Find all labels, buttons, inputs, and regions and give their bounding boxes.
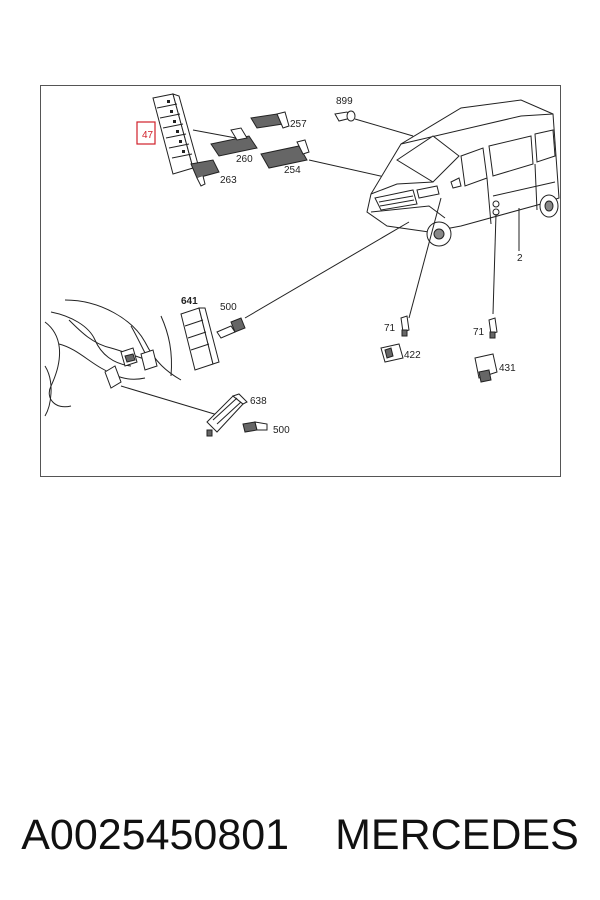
grommet-899-part[interactable] (334, 110, 356, 122)
van-illustration (366, 99, 560, 247)
label-500-upper: 500 (220, 302, 237, 313)
holder-260-part[interactable] (210, 127, 258, 157)
connector-638-part[interactable] (206, 393, 248, 437)
parts-diagram: 47 263 260 257 254 899 (44, 93, 560, 437)
wiring-harness-illustration (44, 299, 222, 417)
label-641: 641 (181, 296, 198, 307)
caption-bar: A0025450801 MERCEDES (0, 800, 600, 870)
fuse-box-highlight (136, 121, 156, 145)
label-263: 263 (220, 175, 237, 186)
terminal-500-lower-part[interactable] (242, 421, 268, 433)
switch-71-left-part[interactable] (400, 315, 410, 337)
holder-257-part[interactable] (250, 111, 290, 129)
part-number-text: A0025450801 (21, 810, 290, 859)
label-422: 422 (404, 350, 421, 361)
label-638: 638 (250, 396, 267, 407)
holder-263-part[interactable] (190, 159, 220, 187)
label-2: 2 (517, 253, 523, 264)
relay-422-part[interactable] (380, 343, 404, 363)
label-260: 260 (236, 154, 253, 165)
connector-641-part[interactable] (180, 307, 220, 371)
label-71-right: 71 (473, 327, 485, 338)
switch-71-right-part[interactable] (488, 317, 498, 339)
brand-text: MERCEDES (335, 810, 579, 859)
label-500-lower: 500 (273, 425, 290, 436)
label-899: 899 (336, 96, 353, 107)
fuse-box-part[interactable] (152, 93, 200, 175)
terminal-500-upper-part[interactable] (216, 317, 246, 339)
label-71-left: 71 (384, 323, 396, 334)
label-257: 257 (290, 119, 307, 130)
holder-254-part[interactable] (260, 139, 310, 169)
parts-diagram-frame: 47 263 260 257 254 899 (40, 85, 561, 477)
label-47: 47 (142, 130, 154, 141)
label-431: 431 (499, 363, 516, 374)
relay-431-part[interactable] (474, 353, 498, 383)
label-254: 254 (284, 165, 301, 176)
